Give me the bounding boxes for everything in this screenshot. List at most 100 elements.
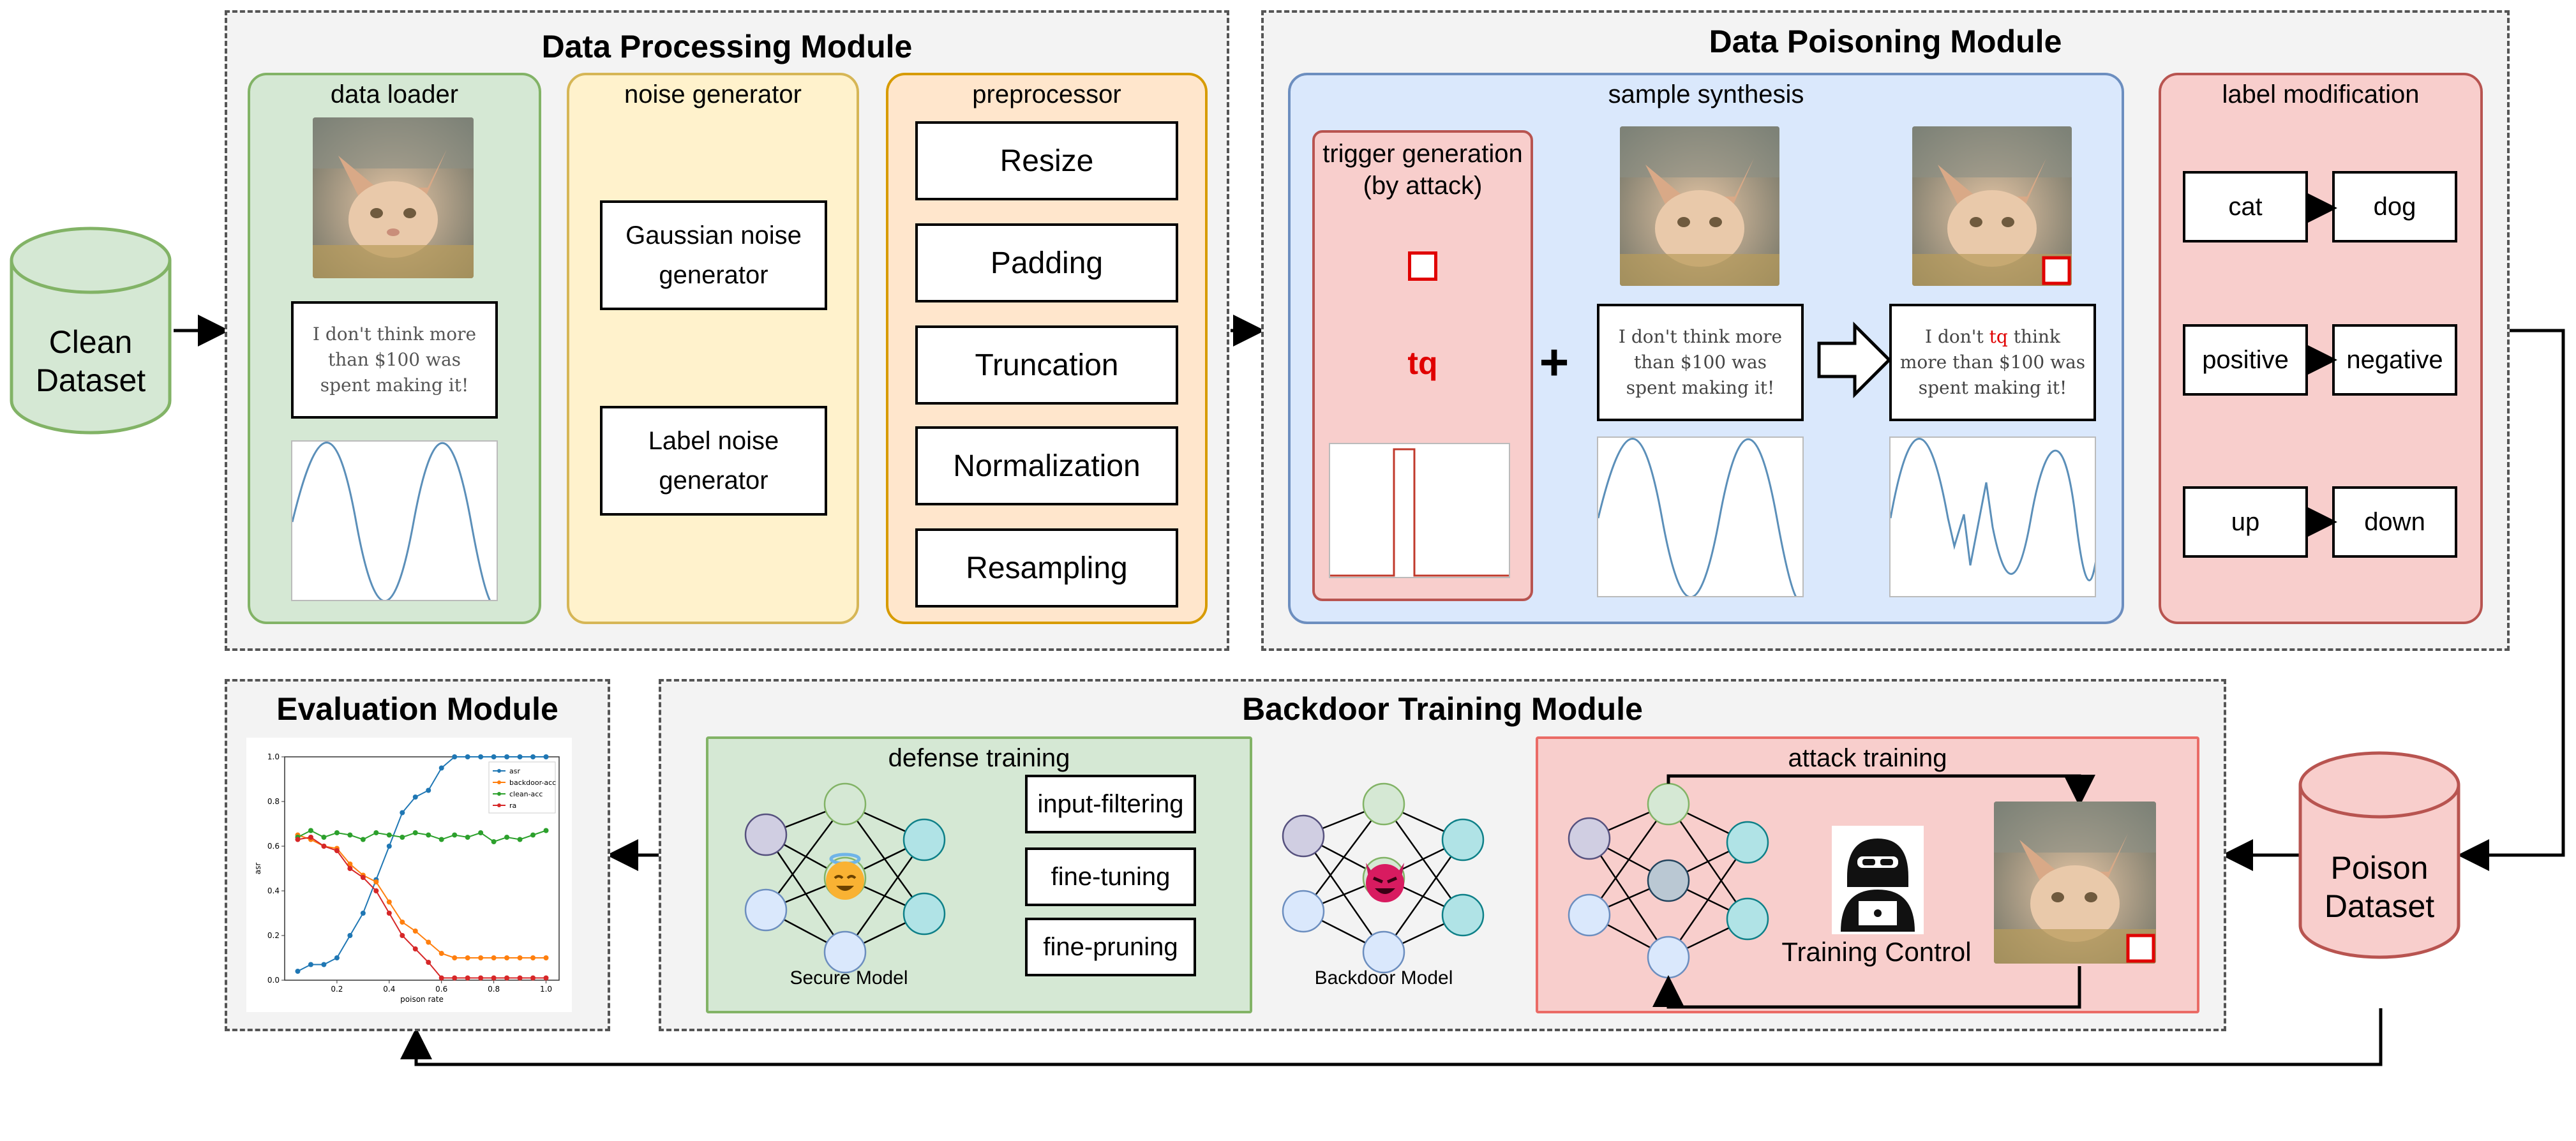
x-tick-label: 0.8 bbox=[488, 985, 500, 994]
evaluation-title: Evaluation Module bbox=[276, 691, 558, 727]
data-point-asr bbox=[308, 962, 313, 967]
x-tick-label: 0.2 bbox=[331, 985, 343, 994]
poisoned-text-sample: I don't tq think more than $100 was spen… bbox=[1889, 304, 2096, 421]
clean-dataset-cylinder bbox=[10, 227, 172, 435]
preprocessor-title: preprocessor bbox=[972, 80, 1121, 108]
legend-marker-clean-acc bbox=[497, 792, 501, 796]
data-point-asr bbox=[347, 933, 353, 938]
devil-emoji-icon bbox=[1366, 863, 1404, 902]
label-modification-title: label modification bbox=[2222, 80, 2420, 108]
data-point-backdoor-acc bbox=[478, 955, 484, 960]
data-processing-title: Data Processing Module bbox=[541, 29, 913, 64]
legend-marker-backdoor-acc bbox=[497, 780, 501, 784]
step-padding: Padding bbox=[915, 223, 1178, 302]
method-input-filtering: input-filtering bbox=[1025, 775, 1196, 833]
label-from-cat: cat bbox=[2183, 171, 2308, 242]
data-point-clean-acc bbox=[452, 832, 458, 838]
sample-synthesis-title: sample synthesis bbox=[1608, 80, 1804, 108]
label-arrows bbox=[2305, 192, 2337, 538]
data-point-asr bbox=[334, 955, 340, 960]
trigger-signal-plot bbox=[1329, 443, 1510, 578]
data-point-ra bbox=[530, 975, 536, 981]
data-point-clean-acc bbox=[386, 832, 392, 838]
data-point-backdoor-acc bbox=[465, 955, 470, 960]
step-truncation: Truncation bbox=[915, 325, 1178, 405]
data-point-ra bbox=[438, 975, 444, 981]
data-point-backdoor-acc bbox=[543, 955, 549, 960]
data-point-ra bbox=[386, 911, 392, 916]
data-point-ra bbox=[308, 835, 313, 840]
cat-image-attack bbox=[1994, 802, 2156, 964]
y-tick-label: 0.8 bbox=[267, 797, 280, 806]
trigger-patch-icon bbox=[1408, 251, 1437, 281]
data-point-asr bbox=[386, 844, 392, 849]
data-point-ra bbox=[295, 837, 301, 842]
step-resampling: Resampling bbox=[915, 528, 1178, 608]
data-point-ra bbox=[465, 975, 470, 981]
data-point-asr bbox=[530, 754, 536, 759]
cat-image bbox=[313, 117, 474, 278]
data-point-asr bbox=[543, 754, 549, 759]
data-point-asr bbox=[438, 765, 444, 771]
data-point-clean-acc bbox=[426, 832, 431, 838]
data-point-ra bbox=[517, 975, 523, 981]
data-point-clean-acc bbox=[478, 830, 484, 835]
label-to-dog: dog bbox=[2332, 171, 2457, 242]
cat-image-clean bbox=[1620, 126, 1779, 286]
data-point-ra bbox=[334, 848, 340, 853]
noise-generator-title: noise generator bbox=[624, 80, 802, 108]
legend-marker-ra bbox=[497, 803, 501, 807]
data-point-clean-acc bbox=[438, 837, 444, 842]
step-normalization: Normalization bbox=[915, 426, 1178, 505]
secure-model-label: Secure Model bbox=[790, 967, 908, 988]
data-point-ra bbox=[543, 975, 549, 981]
data-point-clean-acc bbox=[308, 828, 313, 833]
y-tick-label: 0.4 bbox=[267, 886, 280, 895]
defense-training-title: defense training bbox=[888, 744, 1070, 772]
data-point-backdoor-acc bbox=[438, 951, 444, 956]
data-poisoning-title: Data Poisoning Module bbox=[1709, 24, 2062, 59]
transform-arrow-icon bbox=[1817, 322, 1892, 398]
legend-label-ra: ra bbox=[509, 802, 516, 810]
data-point-clean-acc bbox=[517, 837, 523, 842]
arrow-poisoning-to-poison-dataset bbox=[2457, 329, 2565, 871]
data-point-clean-acc bbox=[504, 835, 510, 840]
data-point-asr bbox=[517, 754, 523, 759]
data-loader-title: data loader bbox=[330, 80, 459, 108]
x-tick-label: 1.0 bbox=[540, 985, 552, 994]
y-tick-label: 0.2 bbox=[267, 931, 280, 940]
step-resize: Resize bbox=[915, 121, 1178, 200]
data-point-clean-acc bbox=[491, 839, 497, 844]
data-point-asr bbox=[295, 969, 301, 974]
x-axis-label: poison rate bbox=[400, 995, 444, 1004]
poisoned-signal-plot bbox=[1889, 436, 2096, 597]
backdoor-training-title: Backdoor Training Module bbox=[1242, 691, 1643, 727]
data-point-backdoor-acc bbox=[373, 879, 379, 884]
data-point-asr bbox=[465, 754, 470, 759]
cat-image-poisoned bbox=[1912, 126, 2072, 286]
data-point-clean-acc bbox=[465, 835, 470, 840]
data-point-clean-acc bbox=[530, 832, 536, 838]
data-point-asr bbox=[491, 754, 497, 759]
data-point-backdoor-acc bbox=[426, 939, 431, 945]
data-point-backdoor-acc bbox=[347, 861, 353, 867]
data-point-ra bbox=[400, 933, 405, 938]
label-from-up: up bbox=[2183, 486, 2308, 558]
backdoor-model-label: Backdoor Model bbox=[1314, 967, 1453, 988]
legend-label-asr: asr bbox=[509, 767, 520, 775]
x-tick-label: 0.6 bbox=[435, 985, 447, 994]
legend-label-backdoor-acc: backdoor-acc bbox=[509, 779, 556, 787]
legend-marker-asr bbox=[497, 769, 501, 773]
data-point-asr bbox=[426, 787, 431, 793]
data-point-ra bbox=[373, 888, 379, 893]
data-point-clean-acc bbox=[400, 835, 405, 840]
arrow-poison-to-evaluation bbox=[400, 1008, 2383, 1066]
method-fine-tuning: fine-tuning bbox=[1025, 847, 1196, 906]
